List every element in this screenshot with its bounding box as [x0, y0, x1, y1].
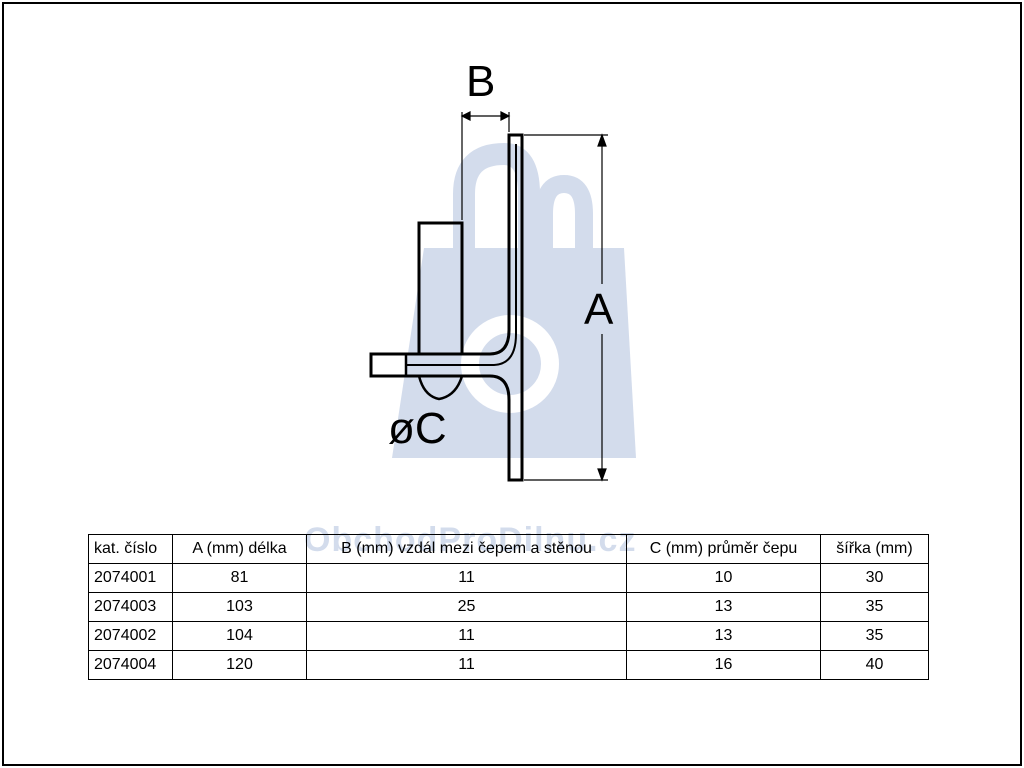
plate-outline: [369, 133, 524, 482]
dimension-c-label: øC: [388, 404, 447, 453]
cell-a: 103: [172, 592, 307, 622]
header-b-distance: B (mm) vzdál mezi čepem a stěnou: [306, 534, 627, 564]
hinge-pin-drawing: [369, 111, 608, 482]
cell-width: 30: [820, 563, 929, 593]
header-width: šířka (mm): [820, 534, 929, 564]
cell-c: 16: [626, 650, 821, 680]
header-c-diameter: C (mm) průměr čepu: [626, 534, 821, 564]
table-header-row: kat. číslo A (mm) délka B (mm) vzdál mez…: [88, 534, 929, 564]
cell-width: 40: [820, 650, 929, 680]
header-cat-number: kat. číslo: [88, 534, 173, 564]
cell-b: 11: [306, 621, 627, 651]
spec-table: kat. číslo A (mm) délka B (mm) vzdál mez…: [88, 534, 929, 680]
cell-width: 35: [820, 592, 929, 622]
header-a-length: A (mm) délka: [172, 534, 307, 564]
cell-c: 13: [626, 592, 821, 622]
table-row: 2074001 81 11 10 30: [88, 563, 929, 593]
table-row: 2074004 120 11 16 40: [88, 650, 929, 680]
cell-b: 11: [306, 563, 627, 593]
cell-cat-number: 2074004: [88, 650, 173, 680]
cell-c: 13: [626, 621, 821, 651]
cell-width: 35: [820, 621, 929, 651]
cell-a: 120: [172, 650, 307, 680]
cell-b: 11: [306, 650, 627, 680]
pin-outline: [417, 221, 464, 354]
cell-a: 104: [172, 621, 307, 651]
table-row: 2074002 104 11 13 35: [88, 621, 929, 651]
table-row: 2074003 103 25 13 35: [88, 592, 929, 622]
cell-cat-number: 2074002: [88, 621, 173, 651]
cell-a: 81: [172, 563, 307, 593]
cell-c: 10: [626, 563, 821, 593]
dimension-a-label: A: [584, 285, 614, 334]
dimension-b-label: B: [466, 57, 496, 106]
cell-b: 25: [306, 592, 627, 622]
cell-cat-number: 2074001: [88, 563, 173, 593]
cell-cat-number: 2074003: [88, 592, 173, 622]
